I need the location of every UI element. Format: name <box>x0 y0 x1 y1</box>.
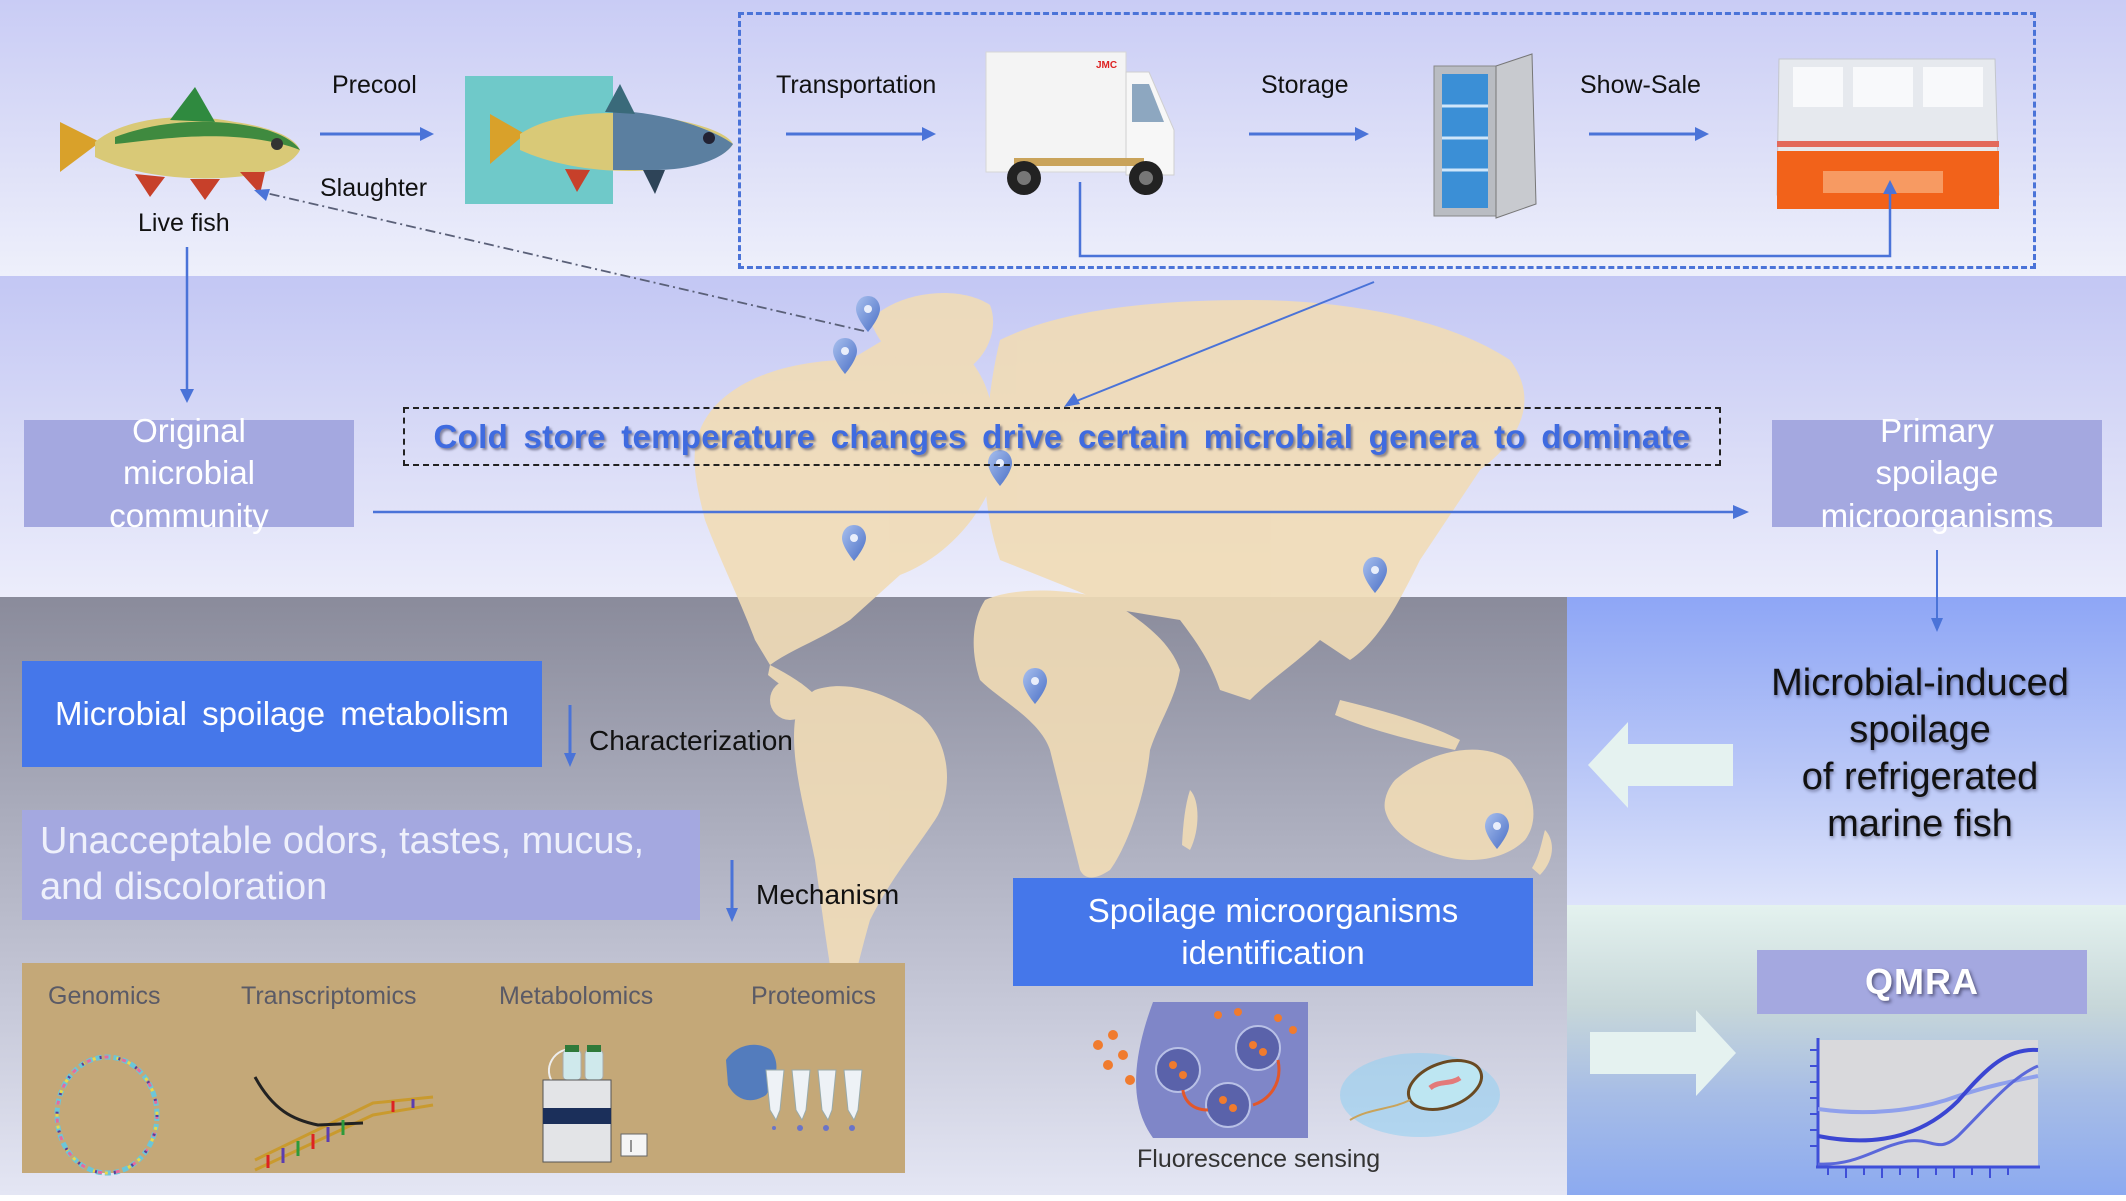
growth-curve-chart-icon <box>1810 1038 2040 1178</box>
pin-north-america <box>842 525 866 561</box>
display-cabinet-icon <box>1776 58 2000 209</box>
protein-tubes-icon <box>726 1044 863 1131</box>
pin-australia <box>1485 813 1509 849</box>
map-madagascar <box>1182 790 1198 850</box>
mechanism-label: Mechanism <box>756 879 900 910</box>
map-eurasia <box>985 300 1525 700</box>
live-fish-label: Live fish <box>138 209 230 237</box>
precool-arrow <box>320 127 434 141</box>
left-block-arrow <box>1588 722 1733 808</box>
svg-text:JMC: JMC <box>1096 60 1117 71</box>
transportation-arrow <box>786 127 936 141</box>
freezer-icon <box>1433 53 1537 219</box>
live-fish-down-arrow <box>180 247 194 403</box>
transportation-label: Transportation <box>776 71 937 99</box>
cold-store-statement-box: Cold store temperature changes drive cer… <box>403 407 1721 466</box>
truck-to-cabinet-arrow <box>1078 180 1897 258</box>
outcome-line-3: of refrigerated <box>1801 756 2039 799</box>
source-dashed-arrow <box>254 189 865 332</box>
original-community-box: Original microbial community <box>24 412 354 534</box>
fluorescence-cell-icon <box>1093 1002 1308 1138</box>
map-africa <box>973 590 1180 878</box>
community-to-primary-arrow <box>373 505 1749 519</box>
bacterium-icon <box>1340 1053 1500 1137</box>
metabolism-box: Microbial spoilage metabolism <box>22 661 542 767</box>
qmra-label: QMRA <box>1865 961 1979 1002</box>
map-south-america <box>794 686 947 1010</box>
chain-to-statement-arrow <box>1064 281 1375 407</box>
map-north-america <box>694 330 1000 665</box>
truck-icon: JMC <box>985 51 1175 195</box>
storage-label: Storage <box>1261 71 1349 99</box>
cold-chain-dashed-frame <box>738 12 2036 269</box>
primary-spoilage-box: Primary spoilage microorganisms <box>1772 412 2102 534</box>
mechanism-arrow <box>726 860 738 922</box>
characterization-arrow <box>564 705 576 767</box>
outcome-line-4: marine fish <box>1827 803 2013 846</box>
fluorescence-label: Fluorescence sensing <box>1137 1145 1381 1173</box>
identification-box: Spoilage microorganisms identification <box>1013 878 1533 986</box>
cold-store-statement: Cold store temperature changes drive cer… <box>433 417 1691 455</box>
map-new-zealand <box>1532 830 1552 875</box>
pin-arctic-2 <box>833 338 857 374</box>
characterization-label: Characterization <box>589 725 793 756</box>
show-sale-label: Show-Sale <box>1580 71 1701 99</box>
pin-arctic-1 <box>856 296 880 332</box>
unacceptable-box: Unacceptable odors, tastes, mucus, and d… <box>22 810 700 920</box>
omics-label-metabolomics: Metabolomics <box>499 982 654 1010</box>
outcome-line-2: spoilage <box>1849 709 1991 752</box>
outcome-line-1: Microbial-induced <box>1771 662 2069 704</box>
fish-icon <box>60 87 300 200</box>
storage-arrow <box>1249 127 1369 141</box>
map-greenland <box>870 293 994 376</box>
show-sale-arrow <box>1589 127 1709 141</box>
omics-label-transcriptomics: Transcriptomics <box>241 982 417 1010</box>
circular-dna-icon <box>54 1054 160 1176</box>
hplc-instrument-icon <box>542 1045 648 1163</box>
chilled-fish-icon <box>465 76 733 204</box>
precool-label: Precool <box>332 71 417 99</box>
outcome-text: Microbial-induced spoilage of refrigerat… <box>1740 660 2100 848</box>
pin-east-asia <box>1363 557 1387 593</box>
transcription-icon <box>253 1076 434 1172</box>
omics-label-proteomics: Proteomics <box>751 982 877 1010</box>
right-block-arrow <box>1590 1010 1736 1096</box>
pin-west-africa <box>1023 668 1047 704</box>
qmra-box: QMRA <box>1757 950 2087 1014</box>
slaughter-label: Slaughter <box>320 174 428 202</box>
map-indonesia <box>1335 700 1460 750</box>
map-galapagos-bubble <box>770 680 810 720</box>
primary-down-arrow <box>1931 550 1943 632</box>
omics-label-genomics: Genomics <box>48 982 161 1010</box>
